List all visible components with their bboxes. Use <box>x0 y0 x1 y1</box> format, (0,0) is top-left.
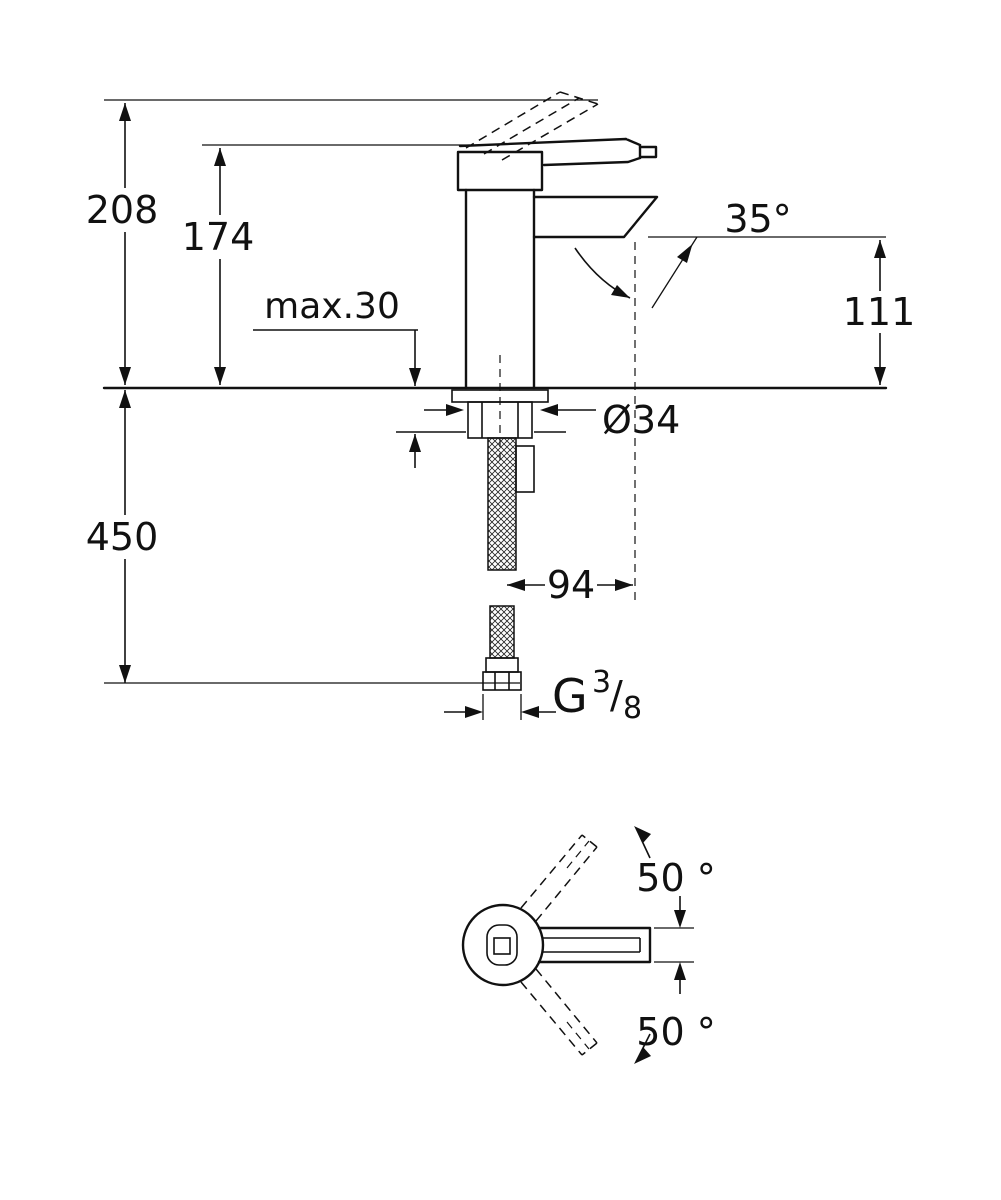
dimension-hole-diameter: Ø34 <box>424 398 680 442</box>
spout-width-reference <box>654 896 694 994</box>
dimension-deck-thickness: max.30 <box>253 286 421 468</box>
dimension-hose-length: 450 <box>82 390 520 684</box>
thread-numerator-label: 3 <box>592 665 611 700</box>
dimension-thread: G 3 / 8 <box>444 665 642 726</box>
dimension-spout-angle: 35° <box>648 197 886 309</box>
base-circle <box>461 903 545 987</box>
supply-hose <box>482 437 522 691</box>
lever-swivel-down-dashed <box>520 968 598 1056</box>
dimension-body-height: 174 <box>178 144 470 385</box>
lever-solid <box>458 137 658 167</box>
dimension-swivel-upper: 50 ° <box>634 826 716 900</box>
thread-slash: / <box>610 673 623 717</box>
hole-diameter-label: Ø34 <box>602 398 680 442</box>
spout-plan <box>537 926 652 964</box>
outlet-height-label: 111 <box>843 290 916 334</box>
top-view: 50 ° 50 ° <box>461 826 716 1064</box>
lever-raised-dashed <box>465 91 599 161</box>
dimension-projection: 94 <box>507 563 633 607</box>
thread-denominator-label: 8 <box>623 691 642 726</box>
swivel-lower-label: 50 ° <box>636 1010 715 1054</box>
flow-direction-arrow <box>574 247 631 299</box>
side-view: 35° 208 174 max.30 <box>82 91 916 726</box>
dimension-swivel-lower: 50 ° <box>634 1010 716 1064</box>
faucet-body <box>456 150 659 460</box>
thread-prefix-label: G <box>552 669 588 723</box>
body-height-label: 174 <box>182 215 255 259</box>
swivel-upper-label: 50 ° <box>636 856 715 900</box>
projection-label: 94 <box>547 563 595 607</box>
deck-thickness-label: max.30 <box>264 286 400 327</box>
center-slot <box>486 924 518 966</box>
total-height-label: 208 <box>86 188 159 232</box>
spout-angle-label: 35° <box>724 197 791 241</box>
counter-surface <box>102 386 888 433</box>
hose-length-label: 450 <box>86 515 159 559</box>
lever-swivel-up-dashed <box>520 834 598 922</box>
dimension-total-height: 208 <box>82 99 598 385</box>
dimension-outlet-height: 111 <box>843 240 916 385</box>
